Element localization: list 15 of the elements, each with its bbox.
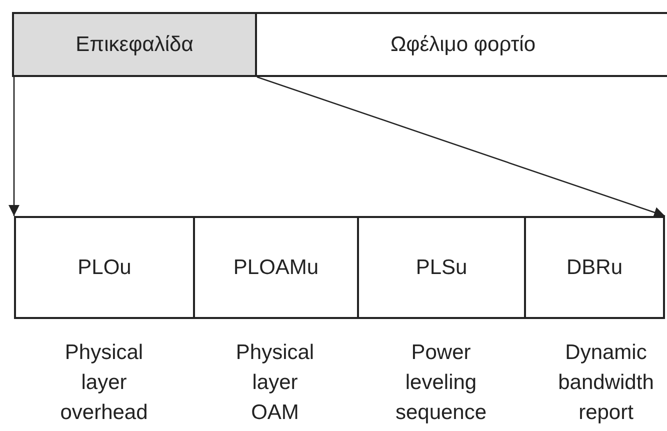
frame-box	[14, 216, 665, 319]
field-label: DBRu	[566, 256, 623, 280]
arrow	[8, 77, 20, 216]
payload-box	[255, 12, 667, 77]
field-label: PLSu	[416, 256, 468, 280]
field-description: Dynamic bandwidth report	[558, 340, 654, 426]
field-label: Επικεφαλίδα	[76, 32, 194, 56]
header-box	[12, 12, 257, 77]
field-label: PLOu	[78, 256, 132, 280]
arrow	[256, 76, 666, 218]
field-label: Ωφέλιμο φορτίο	[390, 32, 536, 56]
field-description: Power leveling sequence	[395, 340, 487, 426]
field-label: PLOAMu	[233, 256, 319, 280]
field-description: Physical layer overhead	[60, 340, 148, 426]
field-description: Physical layer OAM	[236, 340, 314, 426]
